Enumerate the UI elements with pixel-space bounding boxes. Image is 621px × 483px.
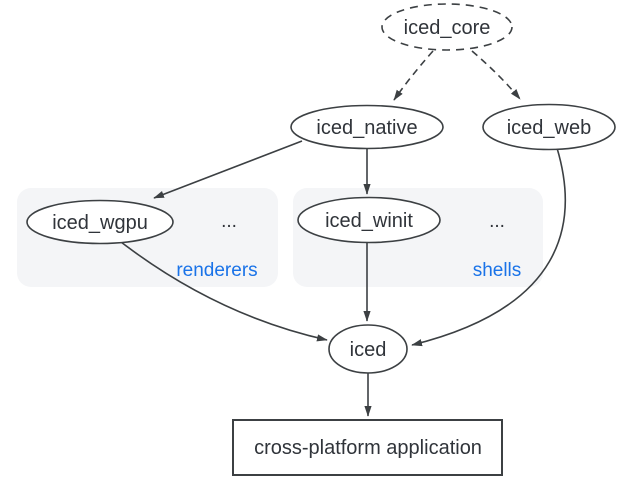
edge-iced_web-to-iced — [411, 147, 567, 347]
node-iced_wgpu — [26, 199, 174, 245]
node-iced_wgpu-label: iced_wgpu — [52, 212, 148, 234]
node-iced_native-label: iced_native — [316, 117, 417, 139]
edge-iced_core-to-iced_native — [393, 50, 434, 101]
node-iced_core — [381, 3, 513, 51]
node-iced_native — [290, 104, 444, 150]
shells-ellipsis-label: ... — [489, 211, 505, 232]
node-iced_web — [482, 103, 616, 151]
renderers-ellipsis-label: ... — [221, 211, 237, 232]
edge-iced_wgpu-to-iced — [120, 241, 328, 342]
node-iced — [328, 324, 408, 374]
node-iced_winit-label: iced_winit — [325, 210, 413, 232]
renderers-group-label: renderers — [176, 260, 257, 281]
edge-iced_core-to-iced_web — [471, 50, 521, 100]
node-iced_core-label: iced_core — [404, 17, 491, 39]
node-application-label: cross-platform application — [254, 437, 482, 459]
node-iced_winit — [297, 196, 441, 244]
node-iced_web-label: iced_web — [507, 117, 592, 139]
node-iced-label: iced — [350, 339, 387, 361]
node-application-box — [232, 419, 503, 476]
shells-group-label: shells — [473, 260, 522, 281]
edge-iced_native-to-iced_wgpu — [153, 140, 303, 199]
